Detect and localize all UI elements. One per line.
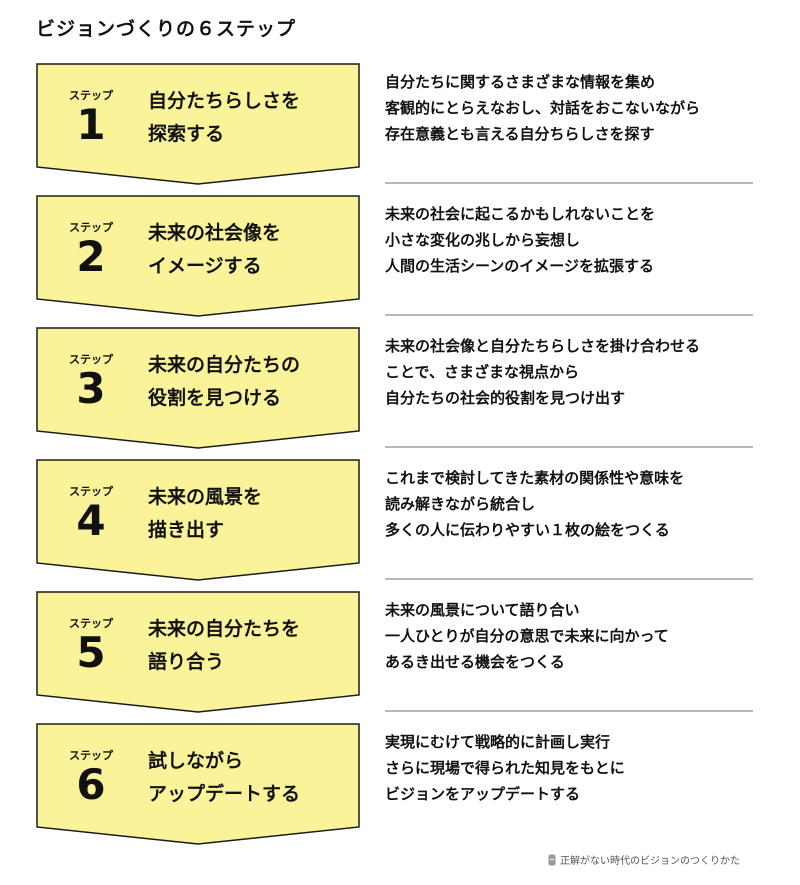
- step-description-line: さらに現場で得られた知見をもとに: [385, 759, 625, 777]
- book-icon: [548, 854, 556, 865]
- step-arrow-shape: [36, 195, 360, 317]
- step-number: 5: [76, 628, 106, 677]
- step-description-line: 一人ひとりが自分の意思で未来に向かって: [385, 627, 669, 645]
- footer-text: 正解がない時代のビジョンのつくりかた: [560, 856, 740, 867]
- step-description-line: 実現にむけて戦略的に計画し実行: [385, 733, 611, 751]
- step-description-line: 人間の生活シーンのイメージを拡張する: [385, 257, 654, 275]
- step-label: ステップ: [69, 749, 113, 762]
- step-arrow-polygon: [36, 63, 360, 185]
- step-title: 試しながらアップデートする: [148, 745, 348, 811]
- step-title: 自分たちらしさを探索する: [148, 85, 348, 151]
- step-title-line: 探索する: [148, 123, 225, 145]
- step-description-line: 小さな変化の兆しから妄想し: [385, 231, 581, 249]
- step-divider: [385, 710, 753, 712]
- step-description: これまで検討してきた素材の関係性や意味を読み解きながら統合し多くの人に伝わりやす…: [385, 465, 765, 543]
- step-title-line: 役割を見つける: [148, 387, 282, 409]
- step-description-line: ことで、さまざまな視点から: [385, 363, 579, 381]
- step-label: ステップ: [69, 617, 113, 630]
- step-arrow-shape: [36, 723, 360, 845]
- step-arrow-polygon: [36, 459, 360, 581]
- step-label: ステップ: [69, 89, 113, 102]
- step-number: 3: [76, 364, 106, 413]
- step-title-line: 描き出す: [148, 519, 225, 541]
- step-title-line: 未来の風景を: [148, 486, 263, 508]
- step-label: ステップ: [69, 353, 113, 366]
- step-arrow-shape: [36, 459, 360, 581]
- step-divider: [385, 182, 753, 184]
- step-description-line: ビジョンをアップデートする: [385, 785, 581, 803]
- step-title-line: 自分たちらしさを: [148, 90, 301, 112]
- step-arrow-polygon: [36, 195, 360, 317]
- step-description-line: 自分たちに関するさまざまな情報を集め: [385, 73, 656, 91]
- step-description-line: 未来の社会像と自分たちらしさを掛け合わせる: [385, 337, 701, 355]
- step-number: 1: [76, 100, 106, 149]
- step-arrow-polygon: [36, 723, 360, 845]
- step-arrow-polygon: [36, 327, 360, 449]
- step-description-line: 未来の風景について語り合い: [385, 601, 580, 619]
- step-description-line: 読み解きながら統合し: [385, 495, 536, 513]
- step-divider: [385, 446, 753, 448]
- step-number: 2: [76, 232, 106, 281]
- step-title: 未来の自分たちの役割を見つける: [148, 349, 348, 415]
- step-title: 未来の社会像をイメージする: [148, 217, 348, 283]
- step-description: 未来の風景について語り合い一人ひとりが自分の意思で未来に向かってあるき出せる機会…: [385, 597, 765, 675]
- step-description: 実現にむけて戦略的に計画し実行さらに現場で得られた知見をもとにビジョンをアップデ…: [385, 729, 765, 807]
- step-description-line: 多くの人に伝わりやすい１枚の絵をつくる: [385, 521, 670, 539]
- step-title-line: アップデートする: [148, 783, 301, 805]
- step-description: 自分たちに関するさまざまな情報を集め客観的にとらえなおし、対話をおこないながら存…: [385, 69, 765, 147]
- step-title: 未来の自分たちを語り合う: [148, 613, 348, 679]
- footer: 正解がない時代のビジョンのつくりかた: [548, 852, 740, 867]
- step-description: 未来の社会に起こるかもしれないことを小さな変化の兆しから妄想し人間の生活シーンの…: [385, 201, 765, 279]
- step-description-line: 客観的にとらえなおし、対話をおこないながら: [385, 99, 701, 117]
- step-label: ステップ: [69, 221, 113, 234]
- step-description-line: 自分たちの社会的役割を見つけ出す: [385, 389, 626, 407]
- step-description-line: これまで検討してきた素材の関係性や意味を: [385, 469, 685, 487]
- step-arrow-shape: [36, 63, 360, 185]
- step-description-line: 存在意義とも言える自分ちらしさを探す: [385, 125, 655, 143]
- step-title-line: 未来の自分たちの: [148, 354, 301, 376]
- step-arrow-shape: [36, 591, 360, 713]
- step-description-line: あるき出せる機会をつくる: [385, 653, 565, 671]
- step-title: 未来の風景を描き出す: [148, 481, 348, 547]
- step-arrow-polygon: [36, 591, 360, 713]
- step-number: 4: [76, 496, 106, 545]
- step-title-line: イメージする: [148, 255, 262, 277]
- step-label: ステップ: [69, 485, 113, 498]
- step-divider: [385, 314, 753, 316]
- step-number: 6: [76, 760, 106, 809]
- step-title-line: 語り合う: [148, 651, 225, 673]
- step-description: 未来の社会像と自分たちらしさを掛け合わせることで、さまざまな視点から自分たちの社…: [385, 333, 765, 411]
- step-divider: [385, 578, 753, 580]
- step-title-line: 未来の社会像を: [148, 222, 282, 244]
- page-title: ビジョンづくりの６ステップ: [36, 18, 297, 40]
- step-arrow-shape: [36, 327, 360, 449]
- step-title-line: 未来の自分たちを: [148, 618, 301, 640]
- step-description-line: 未来の社会に起こるかもしれないことを: [385, 205, 656, 223]
- step-title-line: 試しながら: [148, 750, 244, 772]
